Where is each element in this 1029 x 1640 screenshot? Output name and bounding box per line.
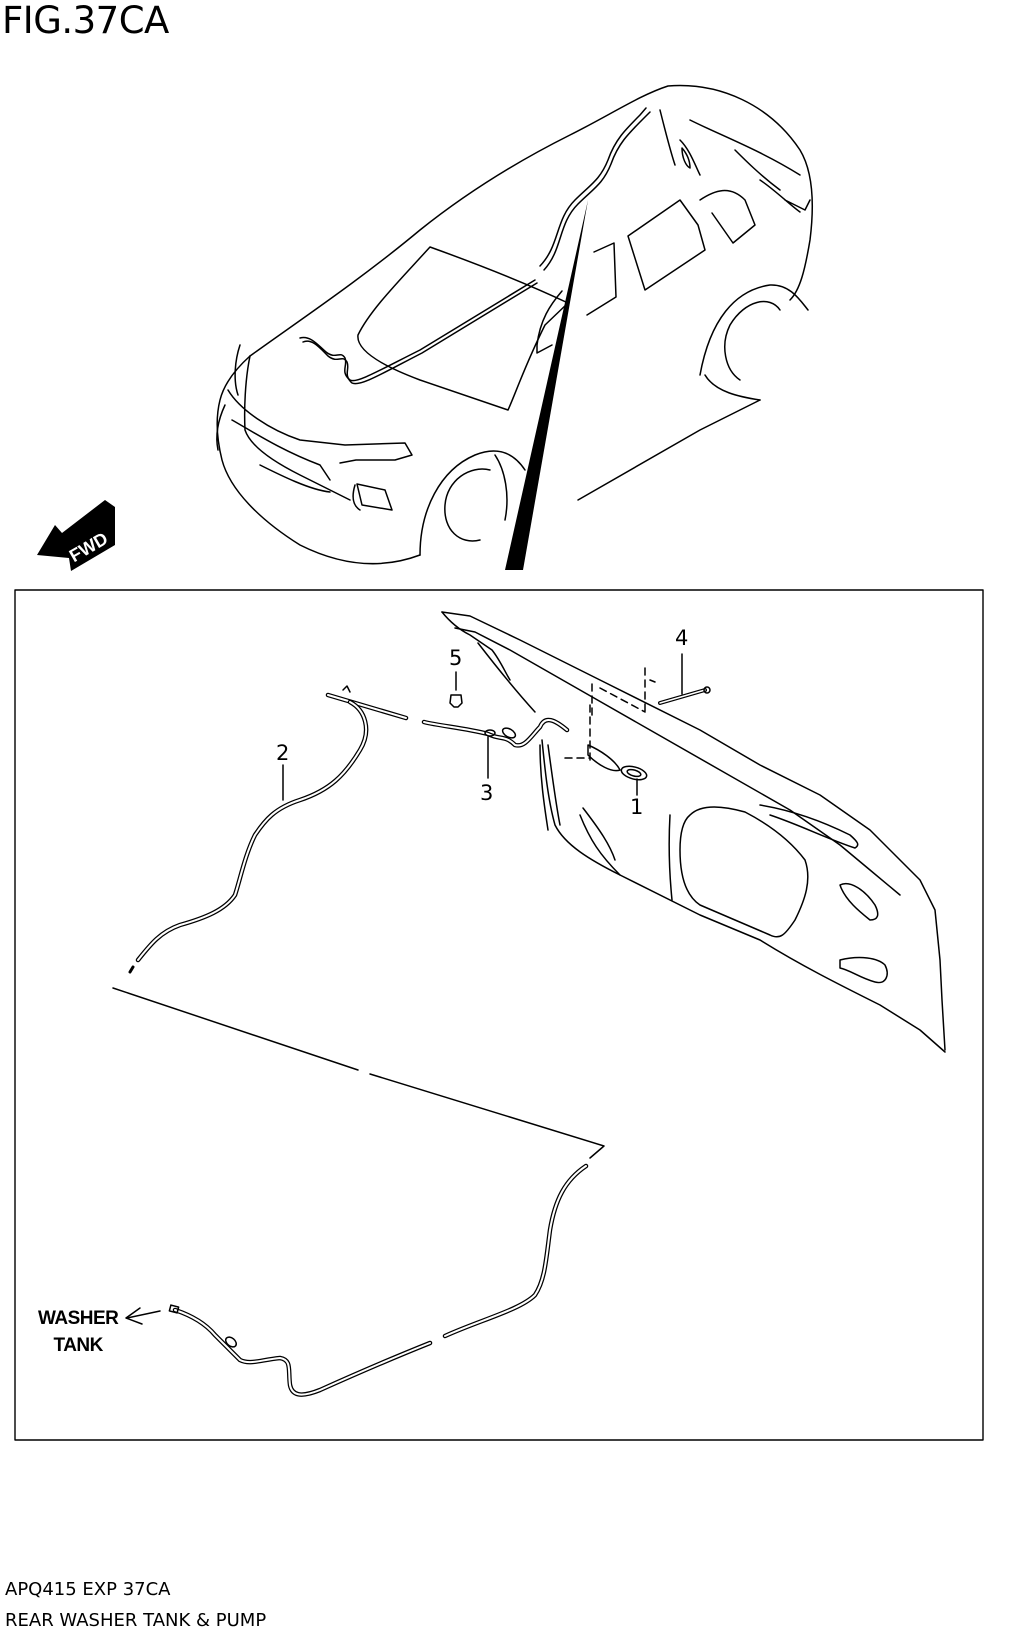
callout-1: 1 (630, 795, 644, 819)
break-line (112, 987, 605, 1159)
diagram-code: APQ415 EXP 37CA (5, 1579, 171, 1600)
callout-5: 5 (449, 646, 463, 670)
washer-tank-annotation-line1: WASHER (38, 1308, 119, 1329)
figure-title: FIG.37CA (2, 0, 169, 42)
washer-tank-arrow-icon (125, 1307, 161, 1325)
callout-3: 3 (480, 781, 494, 805)
callout-4: 4 (675, 626, 689, 650)
part-2-hose-lower (168, 1163, 589, 1397)
part-3-hose (421, 717, 570, 779)
part-2-hose (128, 685, 409, 974)
reference-dashed-box (591, 667, 656, 721)
callout-2: 2 (276, 741, 290, 765)
vehicle-overview-drawing (216, 84, 814, 570)
washer-tank-annotation: WASHER TANK (38, 1305, 119, 1359)
detail-panel-border (14, 589, 984, 1441)
part-5-clip (449, 671, 463, 708)
diagram-description: REAR WASHER TANK & PUMP (5, 1610, 267, 1631)
washer-tank-annotation-line2: TANK (53, 1335, 104, 1356)
part-1-grommet (620, 765, 648, 781)
tailgate-panel-drawing (441, 611, 946, 1053)
part-4-hose (658, 653, 711, 705)
fwd-arrow-icon: FWD (37, 500, 115, 571)
